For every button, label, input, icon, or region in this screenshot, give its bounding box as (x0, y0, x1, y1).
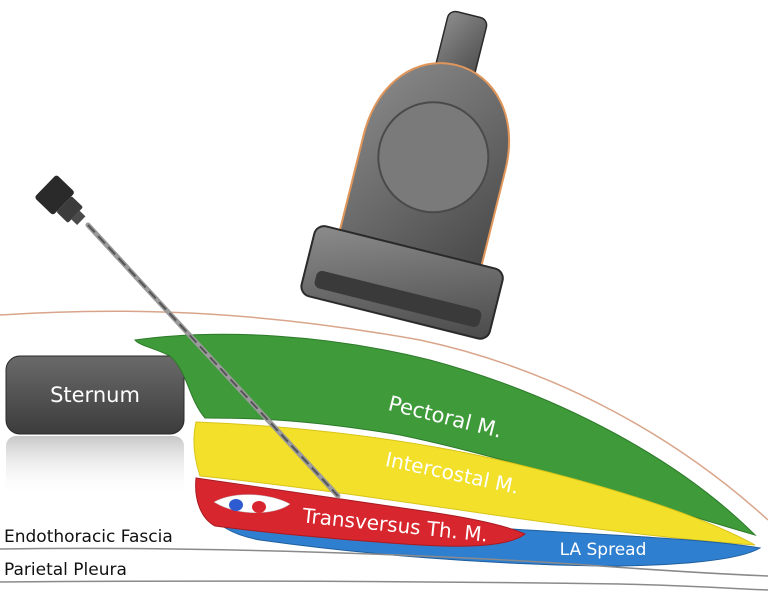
parietal-pleura-line (0, 580, 768, 591)
parietal-label: Parietal Pleura (4, 560, 127, 580)
needle-icon (35, 175, 341, 499)
skin-line (0, 310, 768, 521)
transversus-muscle (195, 477, 526, 547)
endothoracic-label: Endothoracic Fascia (4, 527, 173, 547)
endothoracic-fascia-line (0, 547, 768, 577)
ultrasound-probe-icon (300, 10, 511, 340)
vessel-icon (252, 501, 266, 513)
intercostal-muscle (193, 421, 756, 546)
la-spread-label: LA Spread (560, 540, 647, 560)
sternum: Sternum (5, 355, 185, 498)
sternum-label: Sternum (50, 383, 140, 407)
vessel-icon (229, 499, 243, 511)
